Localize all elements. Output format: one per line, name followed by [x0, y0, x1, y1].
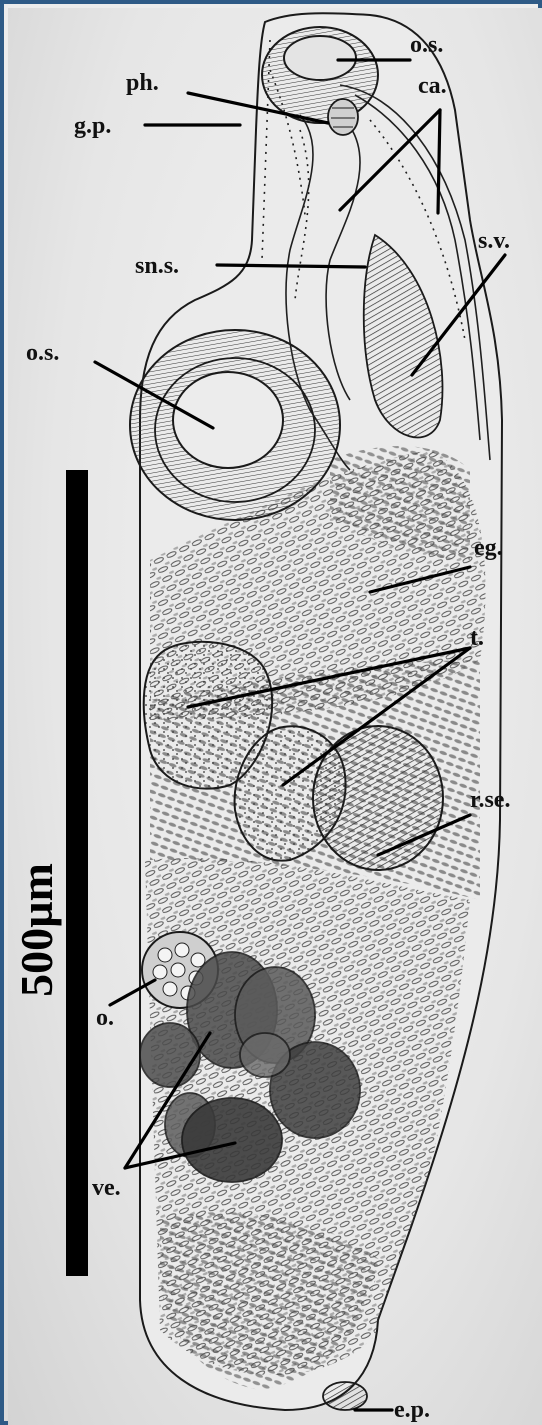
label-gp: g.p.	[74, 113, 111, 139]
label-ca: ca.	[418, 73, 447, 99]
oral-sucker-mid	[130, 330, 340, 520]
oral-sucker-top	[262, 27, 378, 123]
label-os-top: o.s.	[410, 32, 443, 58]
label-ep: e.p.	[394, 1397, 430, 1423]
label-eg: eg.	[474, 535, 503, 561]
label-sv: s.v.	[478, 228, 510, 254]
scale-bar-label: 500µm	[11, 863, 62, 997]
label-sns: sn.s.	[135, 253, 179, 279]
label-rse: r.se.	[470, 787, 510, 813]
egg-mass	[145, 446, 486, 1390]
label-ve: ve.	[92, 1175, 121, 1201]
label-os-mid: o.s.	[26, 340, 59, 366]
scale-bar-line	[66, 470, 88, 1276]
excretory-pore	[323, 1382, 367, 1410]
scale-bar: 500µm	[11, 470, 88, 1276]
label-t: t.	[470, 625, 484, 651]
pharynx	[328, 99, 358, 135]
label-o: o.	[96, 1005, 114, 1031]
label-ph: ph.	[126, 70, 159, 96]
